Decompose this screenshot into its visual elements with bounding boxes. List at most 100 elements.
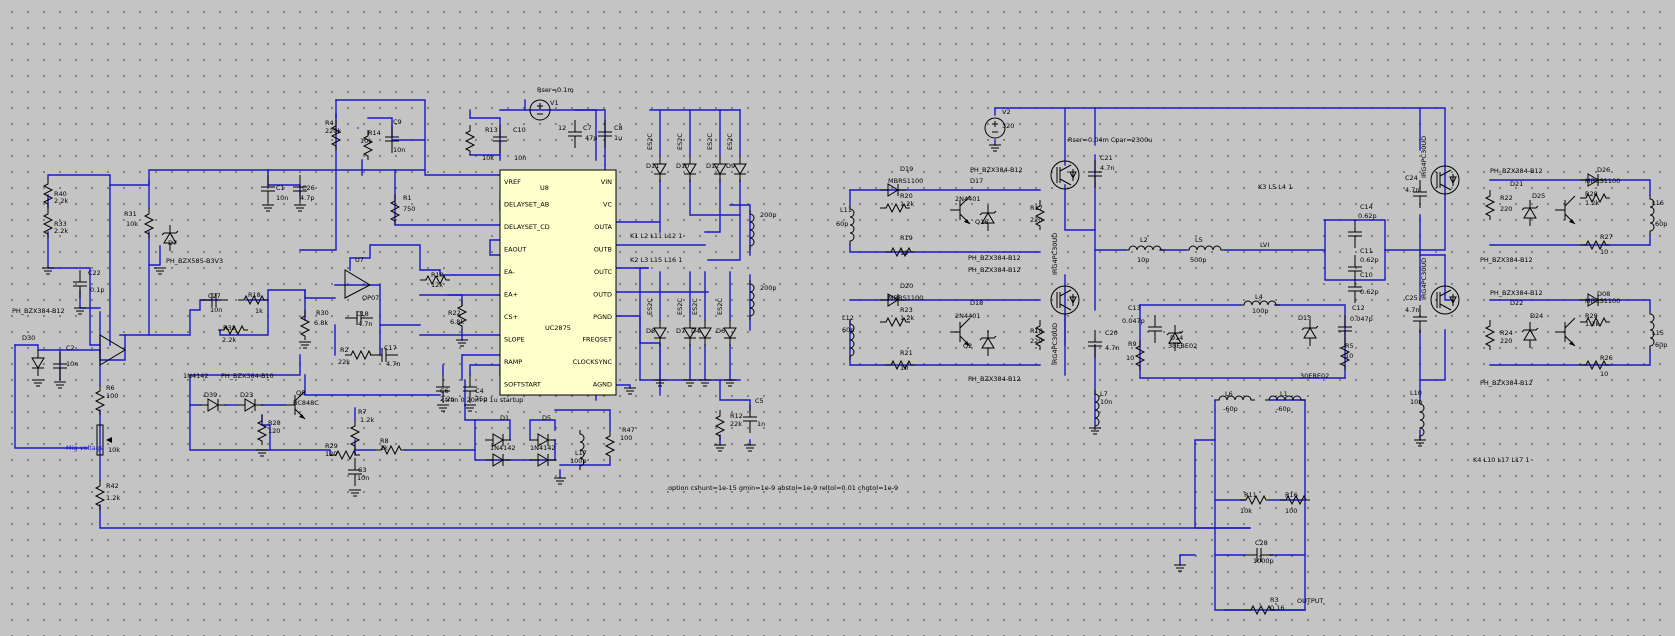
- svg-text:PH_BZX384-B12: PH_BZX384-B12: [968, 266, 1021, 274]
- component-value: MBRS1100: [1585, 177, 1620, 185]
- ic-pin-right: CLOCKSYNC: [573, 358, 613, 366]
- component-value: 10k: [360, 137, 372, 145]
- svg-text:PH_BZX384-B12: PH_BZX384-B12: [1490, 289, 1543, 297]
- component-value: 220: [1030, 216, 1042, 224]
- component-ref: D25: [1532, 192, 1545, 200]
- component-value: 220: [1500, 205, 1512, 213]
- component-value: 1.2k: [1585, 199, 1599, 207]
- component-value: 22k: [730, 420, 742, 428]
- component-value: 1u: [614, 134, 622, 142]
- ic-pin-right: OUTD: [593, 291, 612, 299]
- ic-pin-left: EA+: [504, 291, 518, 299]
- component-ref: C20: [1105, 329, 1118, 337]
- pot-label: Mig voltage: [66, 444, 104, 452]
- bridge-diode-part: ES2C: [676, 298, 684, 315]
- ic-pin-right: VC: [603, 201, 612, 209]
- component-ref: C27: [208, 292, 221, 300]
- svg-text:2.2k: 2.2k: [54, 227, 68, 235]
- component-ref: C17: [384, 344, 397, 352]
- component-ref: R23: [900, 306, 913, 314]
- component-ref: C11: [1360, 247, 1373, 255]
- svg-text:R40: R40: [54, 190, 67, 198]
- component-ref: R20: [900, 192, 913, 200]
- svg-text:PH_BZX384-B12: PH_BZX384-B12: [1490, 167, 1543, 175]
- component-ref: R10: [431, 271, 444, 279]
- component-value: 6.8k: [450, 318, 464, 326]
- igbt-part: IRG4PC30UD: [1420, 136, 1428, 178]
- svg-text:OP07: OP07: [362, 294, 379, 302]
- ic-pin-right: AGND: [593, 381, 612, 389]
- component-ref: R13: [485, 126, 498, 134]
- igbt-part: IRG4PC30UD: [1051, 323, 1059, 365]
- wires: [14, 99, 1651, 611]
- component-ref: R30: [316, 309, 329, 317]
- bridge-diode-part: ES2C: [706, 133, 714, 150]
- component-ref: C8: [614, 124, 623, 132]
- component-value: 120: [325, 450, 337, 458]
- component-value: 1N4142: [490, 444, 516, 452]
- svg-text:PH_BZX585-B3V3: PH_BZX585-B3V3: [166, 257, 223, 265]
- component-value: 0.047p: [1350, 315, 1373, 323]
- ic-pin-left: SLOPE: [504, 336, 525, 344]
- component-value: 1.2k: [360, 416, 374, 424]
- component-ref: C25: [1405, 294, 1418, 302]
- svg-text:U7: U7: [355, 256, 364, 264]
- component-ref: D20: [900, 282, 913, 290]
- component-ref: C3: [358, 466, 367, 474]
- component-ref: R32: [223, 324, 236, 332]
- bridge-diode-ref: D4: [691, 327, 700, 335]
- component-value: 120: [268, 427, 280, 435]
- component-ref: R11: [1244, 491, 1257, 499]
- component-value: 60p: [1655, 341, 1667, 349]
- component-value: 12k: [431, 281, 443, 289]
- component-ref: C4: [475, 387, 484, 395]
- component-value: MBRS1100: [888, 294, 923, 302]
- ic-pin-right: OUTA: [594, 223, 612, 231]
- component-value: 220: [1500, 337, 1512, 345]
- component-value: 75p: [475, 395, 487, 403]
- svg-text:D7: D7: [168, 239, 177, 247]
- component-ref: L5: [1195, 236, 1203, 244]
- svg-text:LVI: LVI: [1260, 241, 1269, 249]
- components-left: [31, 99, 758, 511]
- component-ref: D19: [900, 165, 913, 173]
- component-ref: D24: [1530, 312, 1543, 320]
- component-ref: D1: [500, 414, 509, 422]
- component-ref: R12: [730, 412, 743, 420]
- svg-text:R33: R33: [54, 220, 67, 228]
- component-ref: R14: [368, 129, 381, 137]
- component-ref: C12: [1352, 304, 1365, 312]
- component-ref: D13: [1298, 314, 1311, 322]
- component-ref: L16: [1652, 199, 1664, 207]
- component-ref: L6: [1225, 390, 1233, 398]
- component-ref: R9: [1128, 340, 1137, 348]
- component-ref: C10: [513, 126, 526, 134]
- component-ref: Q2: [963, 342, 972, 350]
- component-value: 2N4401: [955, 312, 981, 320]
- svg-text:Rser=0.04m Cpar=2300u: Rser=0.04m Cpar=2300u: [1068, 136, 1152, 144]
- component-ref: Q16: [975, 218, 988, 226]
- component-value: 0.62p: [1360, 288, 1379, 296]
- component-value: 10: [1600, 248, 1608, 256]
- ic-ref: U8: [540, 184, 549, 192]
- component-ref: L12: [842, 314, 854, 322]
- component-ref: R19: [900, 234, 913, 242]
- component-ref: D23: [240, 391, 253, 399]
- svg-text:C22: C22: [88, 269, 101, 277]
- ground-symbols: [31, 144, 1427, 572]
- component-ref: D18: [970, 299, 983, 307]
- bridge-diode-ref: D12: [706, 162, 719, 170]
- component-value: 30EBE02: [1168, 342, 1197, 350]
- component-ref: D21: [1510, 180, 1523, 188]
- component-ref: L2: [1140, 236, 1148, 244]
- component-ref: R28: [1585, 190, 1598, 198]
- svg-text:PH_BZX384-B12: PH_BZX384-B12: [1480, 379, 1533, 387]
- component-value: 60p: [836, 220, 848, 228]
- component-value: 1n: [757, 420, 765, 428]
- component-value: 10n: [393, 146, 405, 154]
- component-ref: R47: [622, 426, 635, 434]
- component-value: 6.8k: [314, 319, 328, 327]
- bridge-diode-part: ES2C: [716, 298, 724, 315]
- ic-uc2875[interactable]: U8 UC2875 VREFDELAYSET_ABDELAYSET_CDEAOU…: [499, 169, 617, 396]
